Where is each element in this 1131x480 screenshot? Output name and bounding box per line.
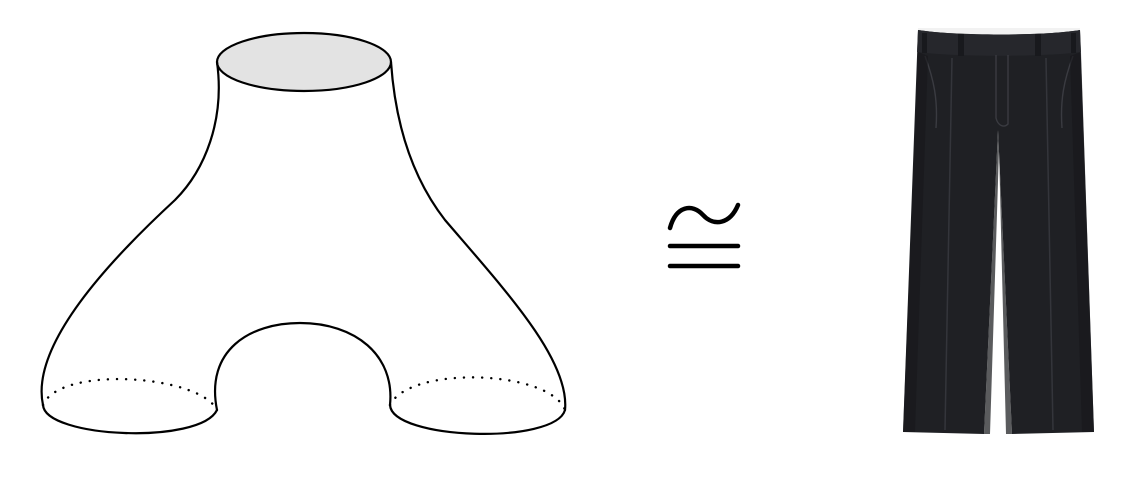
inseam-shading <box>984 130 1012 434</box>
belt-loop <box>922 33 927 53</box>
right-leg-cuff-front <box>388 403 567 435</box>
left-leg-cuff-front <box>41 403 219 435</box>
right-outer-edge <box>389 60 567 412</box>
right-leg-crease <box>1045 57 1054 431</box>
left-leg-cuff-back <box>41 377 219 412</box>
tilde-stroke <box>667 202 741 231</box>
right-leg-shading <box>1070 52 1094 432</box>
belt-loop <box>958 34 964 56</box>
left-outer-edge <box>40 60 220 407</box>
pair-of-pants-surface <box>40 31 567 435</box>
trousers-photo <box>903 28 1094 434</box>
left-leg-crease <box>944 57 953 431</box>
crotch-arch <box>214 321 392 412</box>
homeomorphic-symbol-text: ≅ <box>704 299 705 301</box>
right-leg-cuff-back <box>388 376 567 412</box>
left-leg-shading <box>903 52 928 432</box>
belt-loop <box>1071 33 1076 53</box>
fly-seam <box>995 55 1009 127</box>
waist-boundary <box>215 31 393 93</box>
belt-loop <box>1035 34 1041 56</box>
trouser-body <box>903 30 1094 434</box>
homeomorphic-icon <box>667 202 741 269</box>
